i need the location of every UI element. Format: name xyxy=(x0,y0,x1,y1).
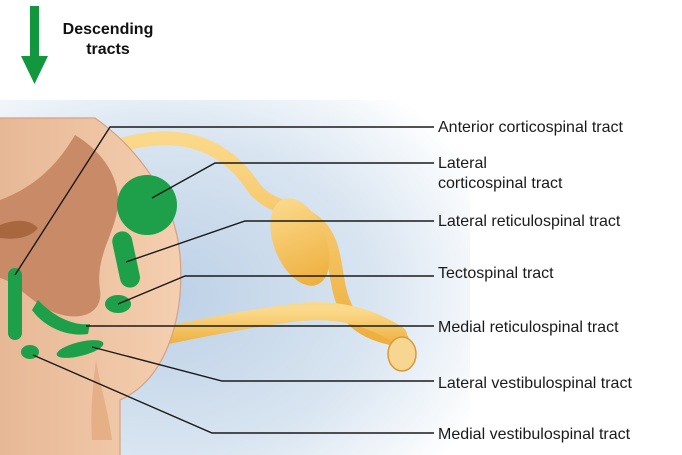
dorsal-root-ganglion xyxy=(270,198,330,286)
descending-tracts-heading: Descending tracts xyxy=(46,20,170,60)
lateral-vestibulospinal-region xyxy=(56,340,104,358)
label-lateral-corticospinal: Lateral corticospinal tract xyxy=(438,154,563,194)
down-arrow-icon xyxy=(21,6,48,84)
heading-line-2: tracts xyxy=(86,41,130,58)
spinal-nerve xyxy=(105,131,417,372)
leader-anterior-corticospinal xyxy=(14,126,434,276)
label-medial-reticulospinal: Medial reticulospinal tract xyxy=(438,319,619,336)
leader-tectospinal xyxy=(117,275,434,305)
leader-lateral-reticulospinal xyxy=(125,220,434,263)
label-lateral-corticospinal-line-2: corticospinal tract xyxy=(438,175,563,192)
lateral-reticulospinal-region xyxy=(112,231,140,288)
gray-matter xyxy=(0,135,119,317)
label-lateral-corticospinal-line-1: Lateral xyxy=(438,155,487,172)
leader-medial-vestibulospinal xyxy=(32,354,434,434)
leader-lateral-corticospinal xyxy=(151,162,434,199)
label-medial-vestibulospinal: Medial vestibulospinal tract xyxy=(438,426,631,443)
label-lateral-reticulospinal: Lateral reticulospinal tract xyxy=(438,213,621,230)
leader-lines xyxy=(14,126,434,434)
medial-reticulospinal-region xyxy=(32,300,90,335)
label-tectospinal: Tectospinal tract xyxy=(438,265,554,282)
label-lateral-vestibulospinal: Lateral vestibulospinal tract xyxy=(438,375,632,392)
label-anterior-corticospinal: Anterior corticospinal tract xyxy=(438,119,623,136)
leader-lateral-vestibulospinal xyxy=(91,346,434,382)
anterior-corticospinal-region xyxy=(8,268,22,340)
tract-regions xyxy=(8,175,177,359)
lateral-corticospinal-region xyxy=(117,175,177,235)
heading-line-1: Descending xyxy=(62,21,154,38)
